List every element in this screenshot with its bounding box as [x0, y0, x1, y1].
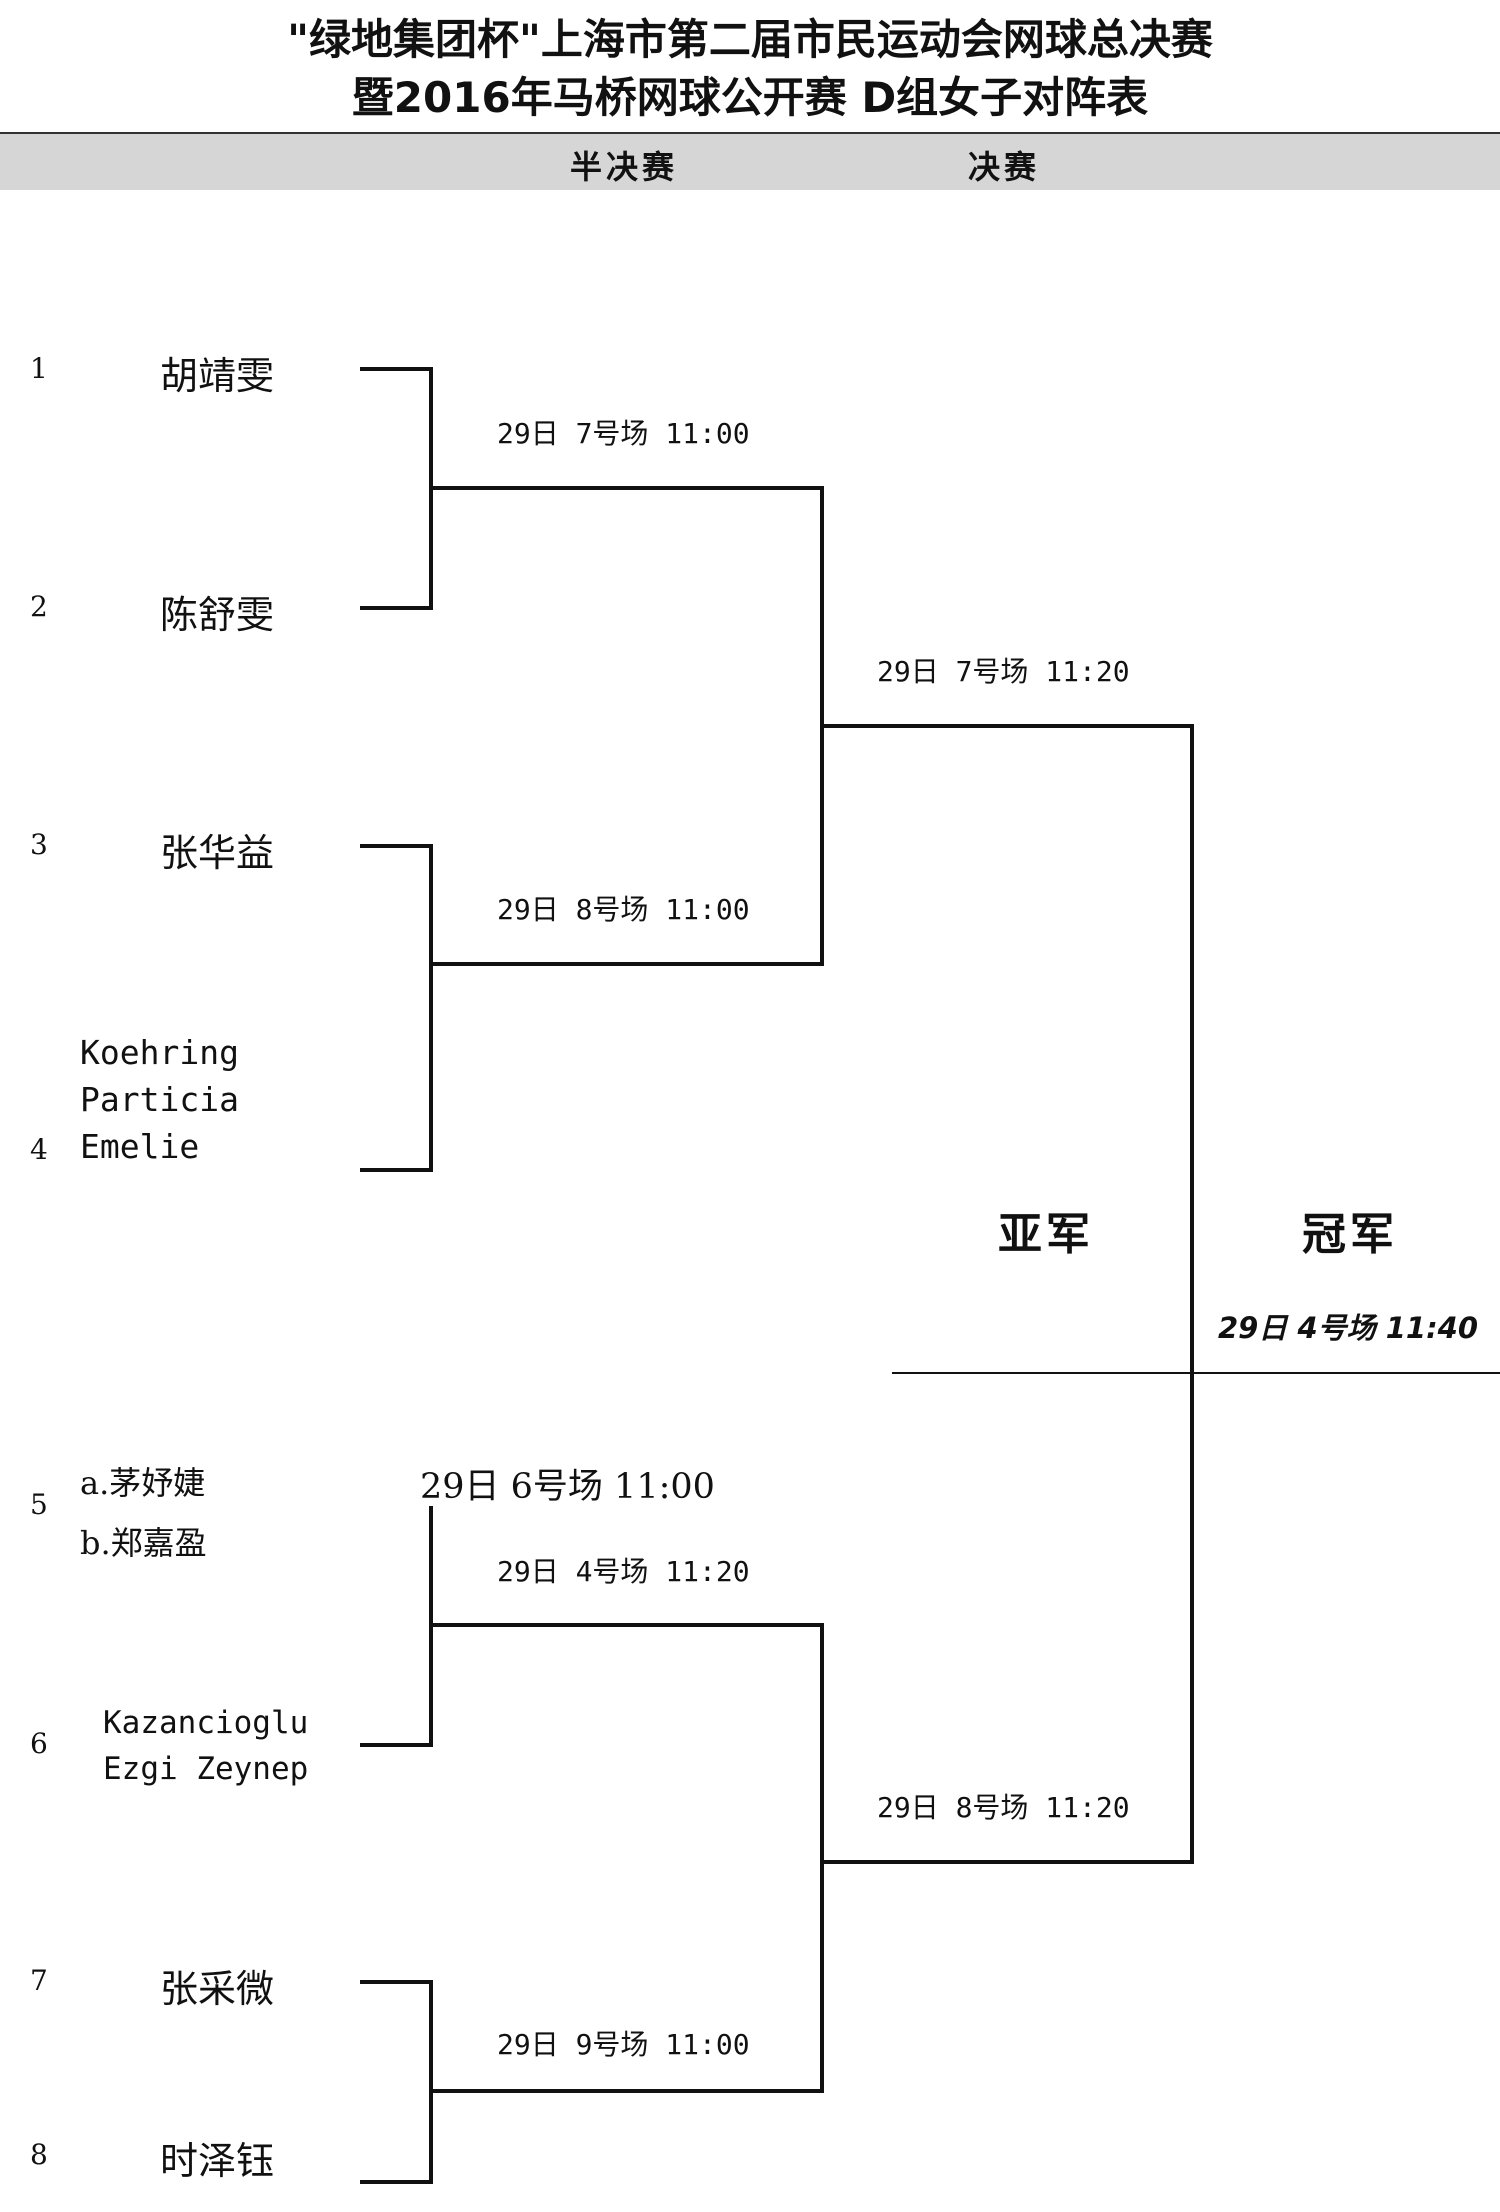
- champion-label: 冠军: [1302, 1209, 1398, 1260]
- seed-number: 2: [30, 590, 48, 623]
- bracket-line-r1-m1: [360, 367, 433, 610]
- player-name-line: Emelie: [80, 1127, 200, 1166]
- round-label-semifinal: 半决赛: [570, 148, 679, 186]
- runner-up-label: 亚军: [998, 1209, 1094, 1260]
- page-title: "绿地集团杯"上海市第二届市民运动会网球总决赛: [287, 15, 1213, 64]
- match-schedule-extra: 29日 6号场 11:00: [420, 1467, 715, 1507]
- match-schedule: 29日 9号场 11:00: [497, 2028, 750, 2061]
- bracket-line-r1-m3: [360, 1506, 433, 1747]
- final-match-time: 29日 4号场 11:40: [1218, 1311, 1479, 1345]
- player-name: 陈舒雯: [160, 593, 275, 637]
- player-name-line: Ezgi Zeynep: [103, 1751, 309, 1787]
- match-schedule: 29日 8号场 11:00: [497, 893, 750, 926]
- player-name: 张采微: [160, 1967, 275, 2011]
- seed-number: 1: [30, 352, 48, 385]
- match-schedule: 29日 7号场 11:00: [497, 417, 750, 450]
- player-name-line: Particia: [80, 1080, 239, 1119]
- round-label-final: 决赛: [968, 148, 1041, 186]
- player-name-line: Kazancioglu: [103, 1705, 309, 1741]
- player-name-line: b.郑嘉盈: [80, 1524, 207, 1562]
- match-schedule: 29日 4号场 11:20: [497, 1555, 750, 1588]
- seed-number: 8: [30, 2138, 48, 2171]
- match-schedule-semifinal: 29日 7号场 11:20: [877, 655, 1130, 688]
- seed-number: 3: [30, 828, 48, 861]
- player-name: 时泽钰: [160, 2139, 275, 2183]
- player-name-line: a.茅妤婕: [80, 1464, 206, 1502]
- page-subtitle: 暨2016年马桥网球公开赛 D组女子对阵表: [351, 73, 1149, 122]
- seed-number: 4: [30, 1133, 48, 1166]
- seed-number: 6: [30, 1727, 48, 1760]
- seed-number: 7: [30, 1964, 48, 1997]
- player-name-line: Koehring: [80, 1033, 239, 1072]
- round-header-band: [0, 132, 1500, 190]
- seed-number: 5: [30, 1488, 48, 1521]
- match-schedule-semifinal: 29日 8号场 11:20: [877, 1791, 1130, 1824]
- player-name: 胡靖雯: [160, 354, 275, 398]
- bracket-line-r1-m2: [360, 844, 433, 1172]
- player-name: 张华益: [160, 831, 275, 875]
- bracket-line-r1-m4: [360, 1980, 433, 2184]
